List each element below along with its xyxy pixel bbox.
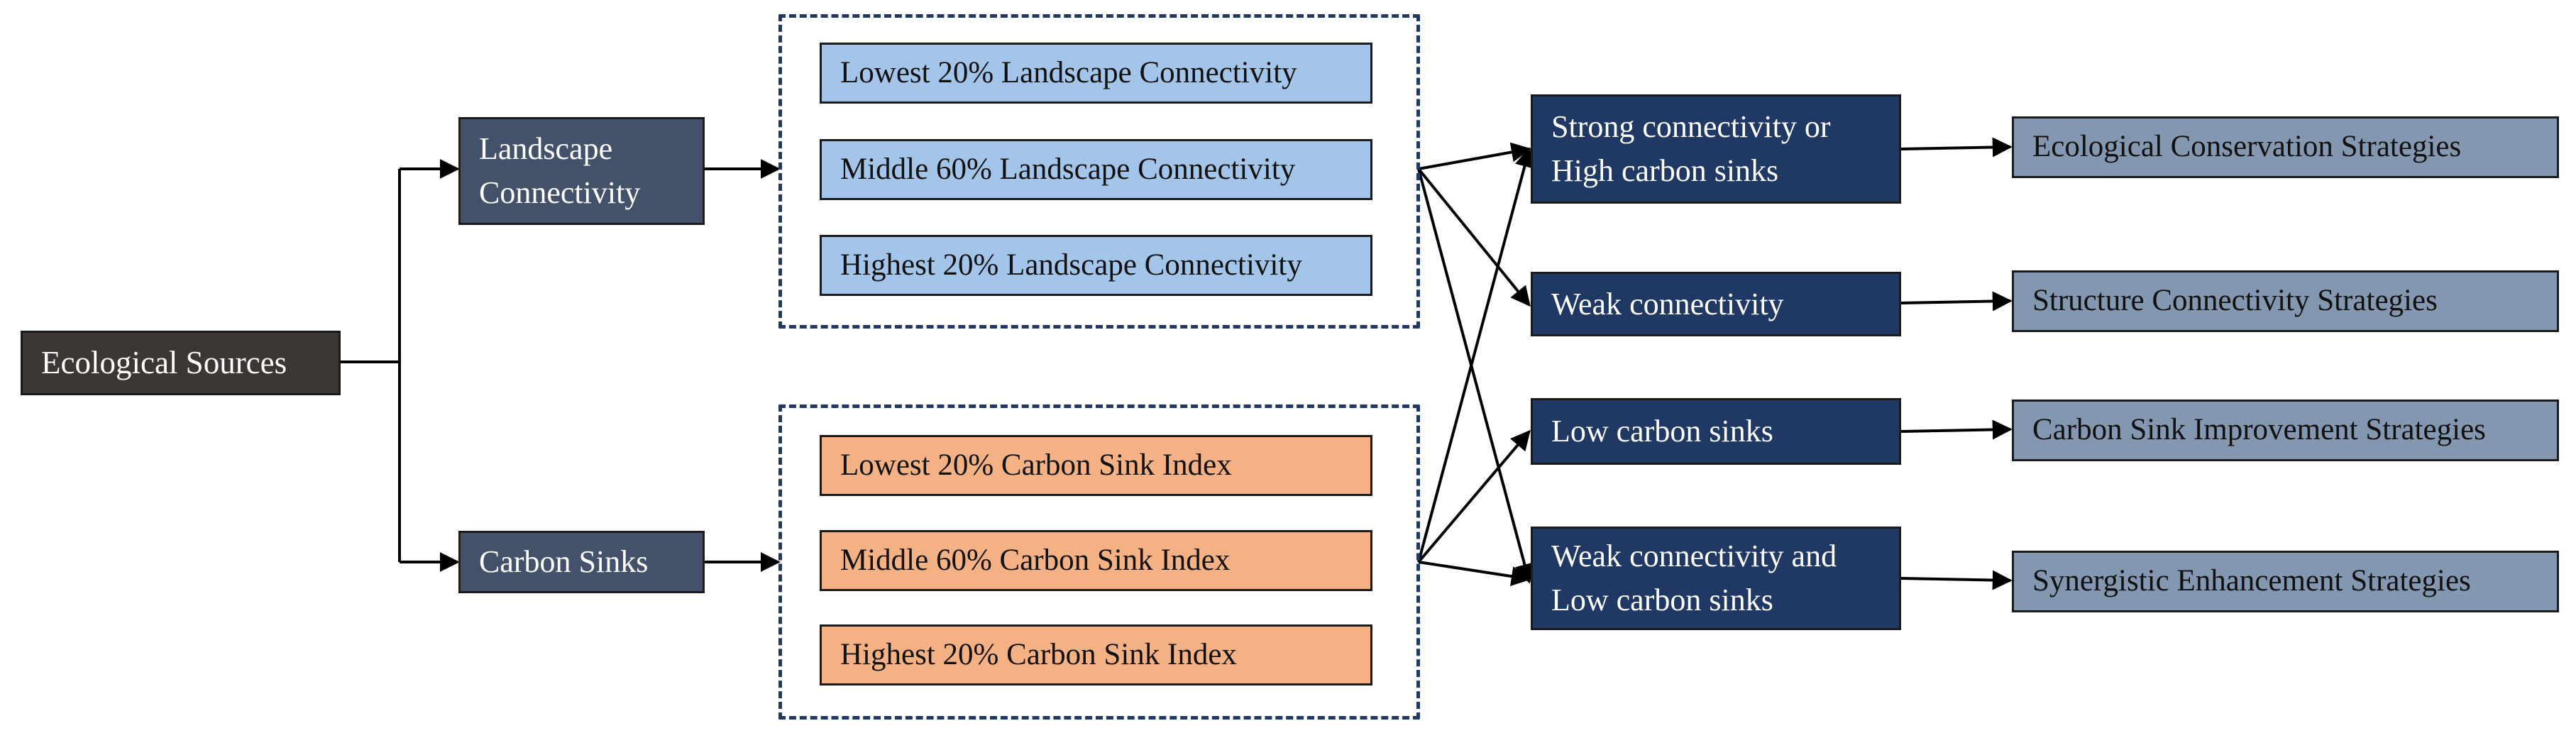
class-label: Weak connectivity and Low carbon sinks bbox=[1551, 539, 1837, 617]
strategy-label: Structure Connectivity Strategies bbox=[2032, 284, 2438, 318]
carbon-sinks-box: Carbon Sinks bbox=[458, 531, 705, 593]
carbon-level-highest: Highest 20% Carbon Sink Index bbox=[820, 624, 1372, 685]
strategy-label: Ecological Conservation Strategies bbox=[2032, 130, 2462, 164]
connectivity-level-label: Middle 60% Landscape Connectivity bbox=[840, 152, 1296, 186]
carbon-level-label: Highest 20% Carbon Sink Index bbox=[840, 637, 1237, 671]
carbon-level-label: Middle 60% Carbon Sink Index bbox=[840, 543, 1231, 577]
arrow-class-1-strategy bbox=[1900, 137, 2013, 158]
connectivity-level-lowest: Lowest 20% Landscape Connectivity bbox=[820, 43, 1372, 104]
connectivity-levels-group bbox=[778, 14, 1420, 329]
strategy-structure-connectivity: Structure Connectivity Strategies bbox=[2012, 270, 2559, 332]
carbon-level-label: Lowest 20% Carbon Sink Index bbox=[840, 448, 1232, 482]
landscape-connectivity-box: Landscape Connectivity bbox=[458, 117, 705, 225]
strategy-carbon-sink-improvement: Carbon Sink Improvement Strategies bbox=[2012, 400, 2559, 461]
class-label: Weak connectivity bbox=[1551, 286, 1784, 321]
carbon-levels-group bbox=[778, 404, 1420, 720]
arrow-class-2-strategy bbox=[1900, 291, 2013, 312]
carbon-sinks-label: Carbon Sinks bbox=[479, 544, 649, 580]
arrow-class-4-strategy bbox=[1900, 570, 2013, 590]
landscape-connectivity-label: Landscape Connectivity bbox=[479, 131, 641, 210]
class-weak-connectivity: Weak connectivity bbox=[1531, 272, 1901, 336]
class-label: Low carbon sinks bbox=[1551, 414, 1773, 449]
connectivity-level-highest: Highest 20% Landscape Connectivity bbox=[820, 235, 1372, 296]
strategy-synergistic-enhancement: Synergistic Enhancement Strategies bbox=[2012, 551, 2559, 612]
strategy-label: Synergistic Enhancement Strategies bbox=[2032, 564, 2471, 598]
strategy-label: Carbon Sink Improvement Strategies bbox=[2032, 413, 2486, 447]
arrow-cs-to-strong bbox=[1417, 147, 1534, 563]
strategy-ecological-conservation: Ecological Conservation Strategies bbox=[2012, 116, 2559, 178]
class-strong-or-high: Strong connectivity or High carbon sinks bbox=[1531, 94, 1901, 204]
ecological-sources-label: Ecological Sources bbox=[41, 345, 287, 380]
carbon-level-lowest: Lowest 20% Carbon Sink Index bbox=[820, 435, 1372, 496]
class-weak-and-low: Weak connectivity and Low carbon sinks bbox=[1531, 527, 1901, 630]
arrow-lc-to-weak-low bbox=[1417, 168, 1534, 584]
arrow-class-3-strategy bbox=[1900, 419, 2013, 440]
ecological-sources-box: Ecological Sources bbox=[21, 331, 341, 395]
arrow-lc-to-weak-conn bbox=[1417, 167, 1531, 307]
connectivity-level-middle: Middle 60% Landscape Connectivity bbox=[820, 139, 1372, 200]
carbon-level-middle: Middle 60% Carbon Sink Index bbox=[820, 530, 1372, 591]
class-label: Strong connectivity or High carbon sinks bbox=[1551, 109, 1831, 188]
arrow-cs-to-low-carbon bbox=[1417, 429, 1531, 563]
class-low-carbon-sinks: Low carbon sinks bbox=[1531, 398, 1901, 465]
arrow-cs-to-weak-low bbox=[1418, 561, 1531, 587]
connectivity-level-label: Highest 20% Landscape Connectivity bbox=[840, 248, 1302, 282]
arrow-lc-to-strong bbox=[1418, 142, 1531, 170]
connectivity-level-label: Lowest 20% Landscape Connectivity bbox=[840, 55, 1297, 89]
